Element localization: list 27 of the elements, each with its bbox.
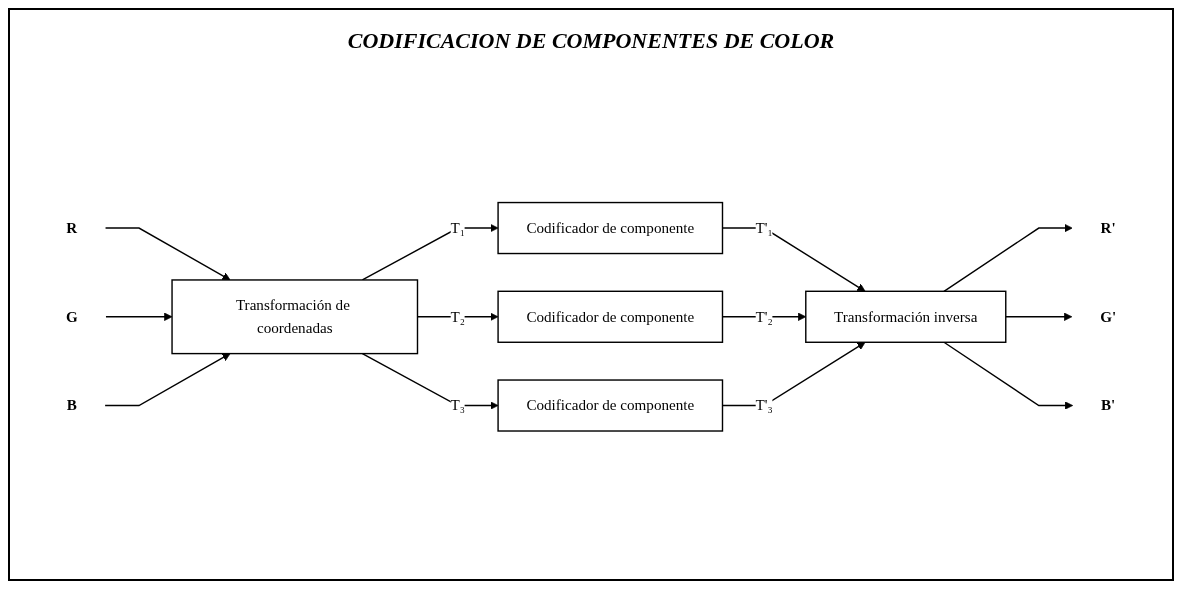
edge-label: T'₁ xyxy=(755,219,773,236)
edge-label: T₃ xyxy=(450,397,466,414)
diagram-title: CODIFICACION DE COMPONENTES DE COLOR xyxy=(346,28,836,54)
node-text: R xyxy=(66,219,78,236)
node-box xyxy=(171,279,419,355)
arrow xyxy=(943,224,1073,293)
node-text: R' xyxy=(1100,219,1116,236)
node-text: G' xyxy=(1100,308,1117,325)
node-text: G xyxy=(65,308,78,325)
node-text: B' xyxy=(1101,397,1116,414)
node-text: B xyxy=(66,397,77,414)
edge-label: T'₃ xyxy=(755,397,773,414)
diagram-frame: CODIFICACION DE COMPONENTES DE COLOR T₁ T₂ T₃ T'₁ T'₂ T'₃ R G B Transformación de coordenadas Codificador de componente Codificador de componente Codificador de componente Transformación inversa R' G' B' xyxy=(8,8,1174,581)
arrow xyxy=(361,224,499,281)
edge-label: T₂ xyxy=(450,308,466,325)
arrow xyxy=(1005,312,1073,322)
arrow xyxy=(943,341,1074,410)
arrow xyxy=(104,227,231,281)
edge-label: T'₂ xyxy=(755,308,773,325)
arrow xyxy=(104,353,231,407)
node-box xyxy=(497,379,724,432)
arrow xyxy=(105,312,173,322)
node-box xyxy=(805,290,1007,344)
node-box xyxy=(497,202,724,255)
node-box xyxy=(497,290,724,344)
edge-label: T₁ xyxy=(450,219,466,236)
arrow xyxy=(361,353,499,410)
